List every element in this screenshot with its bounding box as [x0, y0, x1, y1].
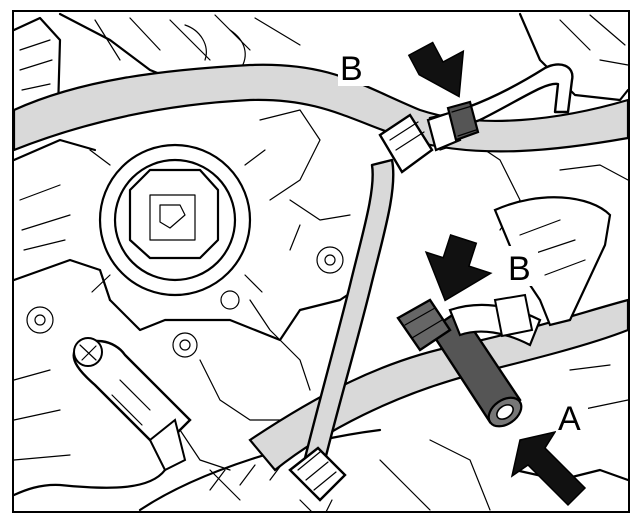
arrow-up-left-icon	[510, 430, 587, 507]
label-b-mid: B	[508, 250, 531, 288]
lower-hose-band	[248, 298, 630, 472]
label-a: A	[558, 400, 581, 438]
label-group: B B A	[338, 46, 588, 438]
union-nut-upper	[378, 100, 480, 174]
fuel-connector-lower	[396, 293, 542, 428]
label-b-top: B	[340, 50, 363, 88]
arrow-down-icon	[424, 233, 493, 302]
bracket-right	[493, 196, 612, 327]
fuel-line-fitting-bottom	[288, 446, 347, 513]
sensor-left	[12, 337, 192, 497]
arrow-down-icon	[407, 41, 465, 98]
